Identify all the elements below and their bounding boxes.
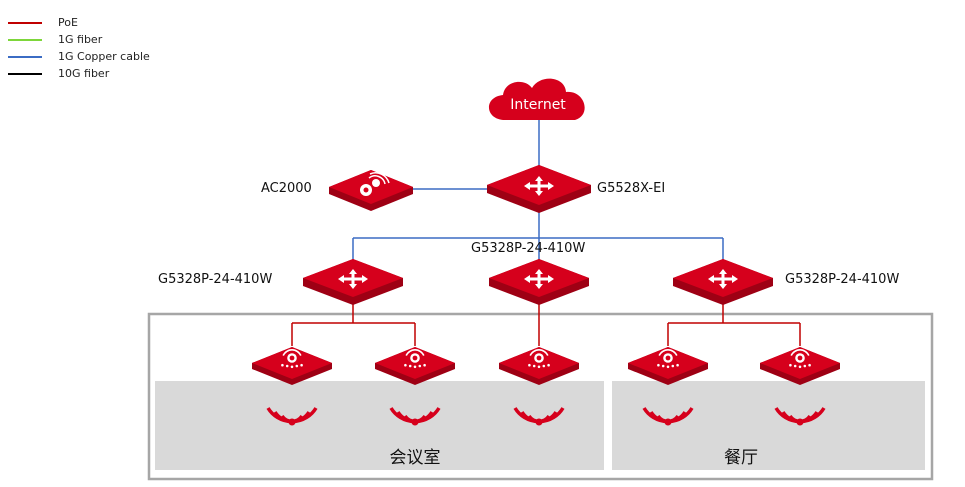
core-switch-label: G5528X-EI <box>597 181 665 196</box>
access-point-icon <box>375 347 455 385</box>
internet-cloud: Internet <box>488 78 585 120</box>
restaurant-area <box>612 381 925 470</box>
legend-swatch <box>8 21 42 24</box>
deployment-frame <box>147 312 934 481</box>
legend-item: 1G Copper cable <box>8 48 150 65</box>
meeting-room-area <box>155 381 604 470</box>
core-switch-icon <box>487 165 591 213</box>
copper-links <box>352 120 724 260</box>
ac-controller-icon <box>329 170 413 211</box>
access-switch-right-label: G5328P-24-410W <box>785 272 899 287</box>
legend-item: 10G fiber <box>8 65 150 82</box>
legend-swatch <box>8 72 42 75</box>
legend-swatch <box>8 38 42 41</box>
restaurant-label: 餐厅 <box>724 448 758 468</box>
access-switch-middle-icon <box>489 259 589 305</box>
legend: PoE 1G fiber 1G Copper cable 10G fiber <box>8 14 150 82</box>
access-point-icon <box>499 347 579 385</box>
legend-item: PoE <box>8 14 150 31</box>
meeting-room-label: 会议室 <box>390 448 441 468</box>
poe-links <box>291 304 801 346</box>
legend-label: PoE <box>58 16 78 29</box>
legend-label: 1G Copper cable <box>58 50 150 63</box>
internet-label: Internet <box>510 97 566 113</box>
access-switch-middle-label: G5328P-24-410W <box>471 241 585 256</box>
access-point-icon <box>628 347 708 385</box>
access-switch-left-icon <box>303 259 403 305</box>
access-point-icon <box>252 347 332 385</box>
ac-controller-label: AC2000 <box>261 181 312 196</box>
legend-label: 1G fiber <box>58 33 103 46</box>
access-point-icon <box>760 347 840 385</box>
legend-label: 10G fiber <box>58 67 110 80</box>
access-switch-left-label: G5328P-24-410W <box>158 272 272 287</box>
access-switch-right-icon <box>673 259 773 305</box>
legend-item: 1G fiber <box>8 31 150 48</box>
legend-swatch <box>8 55 42 58</box>
